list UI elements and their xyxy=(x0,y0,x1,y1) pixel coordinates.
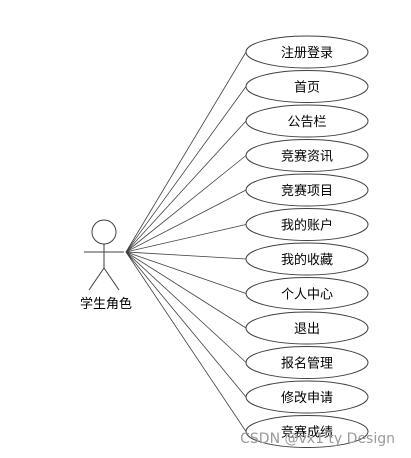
use-case-ellipse xyxy=(245,242,369,276)
use-case-label: 公告栏 xyxy=(287,115,326,130)
use-case-ellipse xyxy=(245,277,369,310)
use-case-node: 首页 xyxy=(245,70,369,103)
association-line xyxy=(125,251,247,432)
use-case-label: 竞赛资讯 xyxy=(281,149,333,165)
use-case-label: 退出 xyxy=(294,322,320,337)
use-case-node: 竞赛资讯 xyxy=(245,139,369,172)
use-case-label: 修改申请 xyxy=(281,391,333,406)
use-case-label: 注册登录 xyxy=(281,46,333,61)
use-case-ellipse xyxy=(245,208,369,241)
use-case-ellipse xyxy=(245,415,369,448)
association-line xyxy=(125,224,247,253)
association-line xyxy=(125,51,247,253)
use-case-ellipse xyxy=(245,104,369,138)
use-case-label: 竞赛项目 xyxy=(281,183,333,199)
use-case-label: 个人中心 xyxy=(281,288,333,303)
use-case-node: 报名管理 xyxy=(245,346,369,379)
use-case-label: 报名管理 xyxy=(281,356,333,372)
association-lines xyxy=(125,51,247,432)
use-case-node: 修改申请 xyxy=(245,380,369,414)
association-line xyxy=(125,251,247,329)
use-case-node: 公告栏 xyxy=(245,104,369,138)
use-case-node: 退出 xyxy=(245,311,369,345)
use-case-node: 个人中心 xyxy=(245,277,369,310)
use-case-ellipse xyxy=(245,173,369,207)
use-case-label: 我的账户 xyxy=(281,218,333,234)
use-case-label: 首页 xyxy=(294,81,320,96)
association-line xyxy=(125,251,247,398)
actor-student: 学生角色 xyxy=(80,219,132,312)
use-case-node: 我的账户 xyxy=(245,208,369,241)
association-line xyxy=(125,189,247,253)
use-case-node: 注册登录 xyxy=(245,35,369,69)
use-case-ellipse xyxy=(245,346,369,379)
use-case-label: 竞赛成绩 xyxy=(281,425,333,441)
use-case-list: 注册登录首页公告栏竞赛资讯竞赛项目我的账户我的收藏个人中心退出报名管理修改申请竞… xyxy=(245,35,369,448)
watermark-text: CSDN @vx1 ty Design xyxy=(240,431,395,447)
actor-label: 学生角色 xyxy=(80,296,132,312)
use-case-ellipse xyxy=(245,311,369,345)
association-line xyxy=(125,120,247,253)
association-line xyxy=(125,251,247,260)
use-case-node: 竞赛成绩 xyxy=(245,415,369,448)
use-case-ellipse xyxy=(245,380,369,414)
use-case-ellipse xyxy=(245,70,369,103)
association-line xyxy=(125,155,247,253)
use-case-node: 竞赛项目 xyxy=(245,173,369,207)
use-case-node: 我的收藏 xyxy=(245,242,369,276)
use-case-label: 我的收藏 xyxy=(281,252,333,268)
association-line xyxy=(125,251,247,363)
association-line xyxy=(125,251,247,294)
use-case-ellipse xyxy=(245,139,369,172)
use-case-ellipse xyxy=(245,35,369,69)
stick-figure-actor-icon xyxy=(84,219,124,291)
association-line xyxy=(125,86,247,253)
